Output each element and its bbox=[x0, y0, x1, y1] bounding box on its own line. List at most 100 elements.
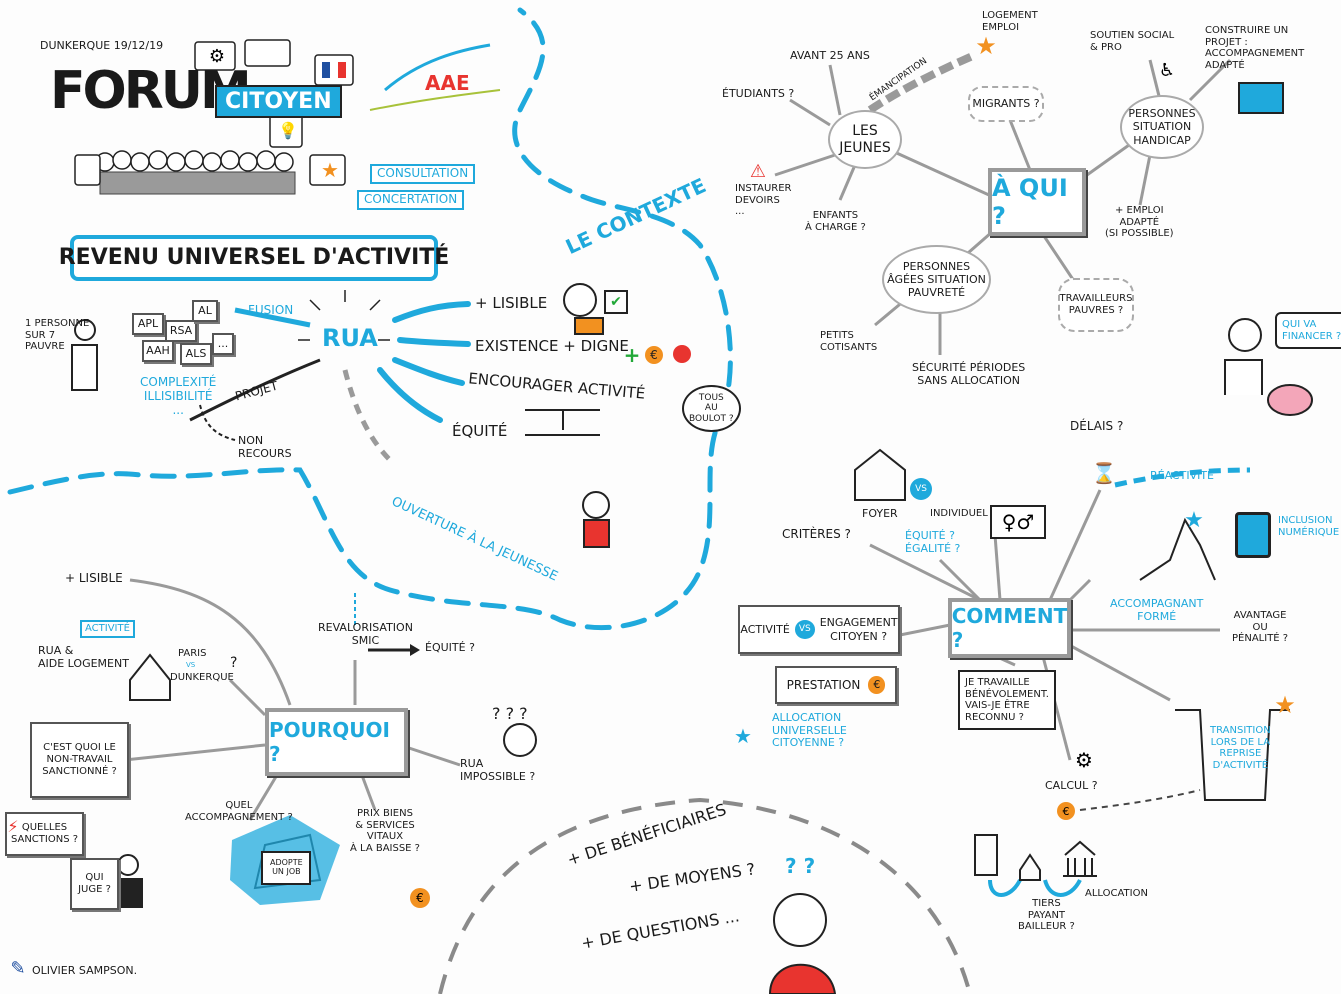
migrants-bubble: MiGRANtS ? bbox=[968, 86, 1044, 122]
gear-icon: ⚙ bbox=[208, 45, 226, 67]
avantage-label: AVANtAGE OU PÉNALitÉ ? bbox=[1232, 610, 1289, 644]
transition-label: tRANSitiON LORS DE LA REPRiSE D'ACtiVitÉ bbox=[1210, 725, 1271, 771]
inclusion-label: iNCLUSiON NUMÉRiQUE bbox=[1278, 515, 1340, 538]
pourquoi-box: POURQUOi ? bbox=[265, 708, 408, 776]
jeunes-bubble: LES JEUNES bbox=[828, 110, 902, 169]
a-qui-box: À QUi ? bbox=[988, 168, 1086, 236]
etudiants-label: ÉtUDiANtS ? bbox=[722, 87, 795, 100]
plus-icon: + bbox=[623, 343, 641, 367]
travailleurs-bubble: tRAVAiLLEURS PAUVRES ? bbox=[1058, 278, 1134, 332]
prestation-box: PREStAtiON € bbox=[775, 666, 897, 704]
projet-accompagnement-label: CONStRUiRE UN PROJEt : ACCOMPAGNEMENt AD… bbox=[1205, 25, 1305, 71]
prestation-label: PREStAtiON bbox=[786, 677, 861, 692]
handicap-bubble: PERSONNES SitUAtiON HANDiCAP bbox=[1120, 95, 1204, 159]
gear-icon: ⚙ bbox=[1075, 748, 1093, 772]
delais-label: DÉLAiS ? bbox=[1070, 419, 1124, 433]
instaurer-devoirs-label: iNStAURER DEVOiRS ... bbox=[735, 183, 792, 217]
non-recours-label: NON RECOURS bbox=[238, 434, 292, 460]
date-label: DUNKERQUE 19/12/19 bbox=[40, 39, 164, 52]
logement-emploi-label: LOGEMENt EMPLOi bbox=[982, 10, 1038, 33]
checkmark-icon: ✔ bbox=[604, 290, 628, 314]
cotisants-label: PEtitS COtiSANtS bbox=[820, 330, 878, 353]
pencil-icon: ✎ bbox=[10, 957, 26, 979]
warning-icon: ⚠ bbox=[749, 160, 767, 182]
non-travail-box: C'ESt QUOi LE NON-tRAVAiL SANCtiONNÉ ? bbox=[30, 722, 129, 798]
euro-icon: € bbox=[868, 676, 886, 694]
securite-label: SÉCURitÉ PÉRiODES SANS ALLOCAtiON bbox=[912, 361, 1026, 387]
consultation-label: CONSULtation bbox=[370, 164, 476, 184]
paris-label: PARiS bbox=[178, 648, 207, 659]
dunkerque-label: DUNKERQUE bbox=[170, 672, 234, 683]
agees-bubble: PERSONNES ÂGÉES SitUAtiON PAUVREtÉ bbox=[882, 245, 991, 314]
star-icon: ★ bbox=[975, 32, 997, 60]
euro-icon: € bbox=[1057, 802, 1075, 820]
aid-aah: AAH bbox=[142, 340, 174, 362]
existence-label: EXiStENCE + DiGNE bbox=[475, 337, 629, 355]
lightbulb-icon: 💡 bbox=[278, 120, 298, 140]
apple-icon bbox=[673, 345, 691, 363]
enfants-label: ENFANtS À CHARGE ? bbox=[805, 210, 866, 233]
complexity-label: COMPLEXiTÉ iLLiSiBiLiTÉ ... bbox=[140, 375, 217, 417]
question-marks: ? ? ? bbox=[492, 704, 528, 723]
euro-icon: € bbox=[410, 888, 430, 908]
accompagnant-label: ACCOMPAGNANt FORMÉ bbox=[1110, 597, 1204, 623]
accompagnement-label: QUEL ACCOMPAGNEMENt ? bbox=[185, 800, 293, 823]
individuel-label: iNDiViDUEL bbox=[930, 508, 988, 519]
calcul-label: CALCUL ? bbox=[1045, 779, 1098, 792]
avant-25-label: AVANt 25 ANS bbox=[790, 49, 870, 62]
activite-label: ACtiVitÉ bbox=[740, 622, 790, 636]
piggy-bank-icon bbox=[1267, 384, 1313, 416]
vs-badge: VS bbox=[794, 620, 815, 639]
aid-rsa: RSA bbox=[165, 320, 197, 342]
question-mark: ? bbox=[230, 655, 238, 671]
scales-icon bbox=[525, 409, 600, 436]
financer-bubble: QUi VA FiNANCER ? bbox=[1275, 312, 1341, 349]
equite-label: ÉQUiTÉ bbox=[452, 422, 508, 440]
puzzle-icon bbox=[1238, 82, 1284, 114]
activite-tag: ACtiVitÉ bbox=[80, 620, 135, 638]
france-flag-icon bbox=[322, 62, 346, 78]
comment-box: COMMENT ? bbox=[948, 598, 1071, 658]
aid-als: ALS bbox=[180, 343, 212, 365]
star-icon: ★ bbox=[1274, 691, 1296, 719]
soutien-label: SOUtiEN SOCiAL & PRO bbox=[1090, 30, 1175, 53]
euro-icon: € bbox=[645, 346, 663, 364]
hourglass-icon: ⌛ bbox=[1091, 461, 1117, 485]
lightning-icon: ⚡ bbox=[7, 816, 19, 836]
star-icon: ★ bbox=[734, 724, 752, 748]
aae-logo: AAE bbox=[425, 71, 470, 95]
tous-au-boulot: TOUS AU BOULOt ? bbox=[682, 385, 741, 433]
rua-aide-logement: RUA & AiDE LOGEMENt bbox=[38, 644, 129, 670]
house-icon bbox=[129, 448, 906, 701]
rua-impossible: RUA iMPOSSiBLE ? bbox=[460, 757, 536, 783]
vs-badge: VS bbox=[910, 478, 932, 500]
adopte-un-job: ADOPtE UN JOB bbox=[270, 858, 303, 877]
qui-juge-box: QUi JUGE ? bbox=[70, 858, 119, 910]
prix-label: PRiX BiENS & SERViCES VitAUX À LA BAiSSE… bbox=[350, 808, 420, 854]
tablet-icon bbox=[1235, 512, 1271, 558]
equite-egalite-label: ÉQUitÉ ? ÉGALitÉ ? bbox=[905, 529, 961, 555]
citoyen-title: CiTOYEN bbox=[215, 85, 342, 119]
fusion-label: FUSiON bbox=[248, 303, 294, 317]
mountain-star-icon: ★ bbox=[1184, 507, 1204, 533]
aid-more: ... bbox=[212, 333, 234, 355]
engagement-label: ENGAGEMENt CitOYEN ? bbox=[819, 616, 898, 643]
foyer-label: FOYER bbox=[862, 507, 898, 520]
concertation-label: CONCERtation bbox=[357, 190, 465, 210]
lisible-pourquoi: + LiSiBLE bbox=[65, 571, 123, 585]
star-icon: ★ bbox=[321, 158, 339, 182]
question-marks-bottom: ? ? bbox=[785, 854, 816, 878]
activite-box: ACtiVitÉ VS ENGAGEMENt CitOYEN ? bbox=[738, 605, 900, 654]
allocation-small-label: ALLOCAtiON bbox=[1085, 888, 1148, 899]
vs-label: VS bbox=[186, 661, 196, 669]
author-label: OLiViER SAMPSON. bbox=[32, 964, 138, 977]
equite-pourquoi: ÉQUitÉ ? bbox=[425, 641, 475, 654]
tiers-payant-label: tiERS PAYANt BAiLLEUR ? bbox=[1018, 898, 1075, 932]
lisible-label: + LiSiBLE bbox=[475, 294, 548, 312]
reactivite-label: RÉACtiVitÉ bbox=[1150, 469, 1215, 482]
wheelchair-icon: ♿ bbox=[1158, 59, 1176, 81]
criteres-label: CRitÈRES ? bbox=[782, 527, 851, 541]
sanctions-box: QUELLES SANCtiONS ? bbox=[5, 812, 84, 856]
